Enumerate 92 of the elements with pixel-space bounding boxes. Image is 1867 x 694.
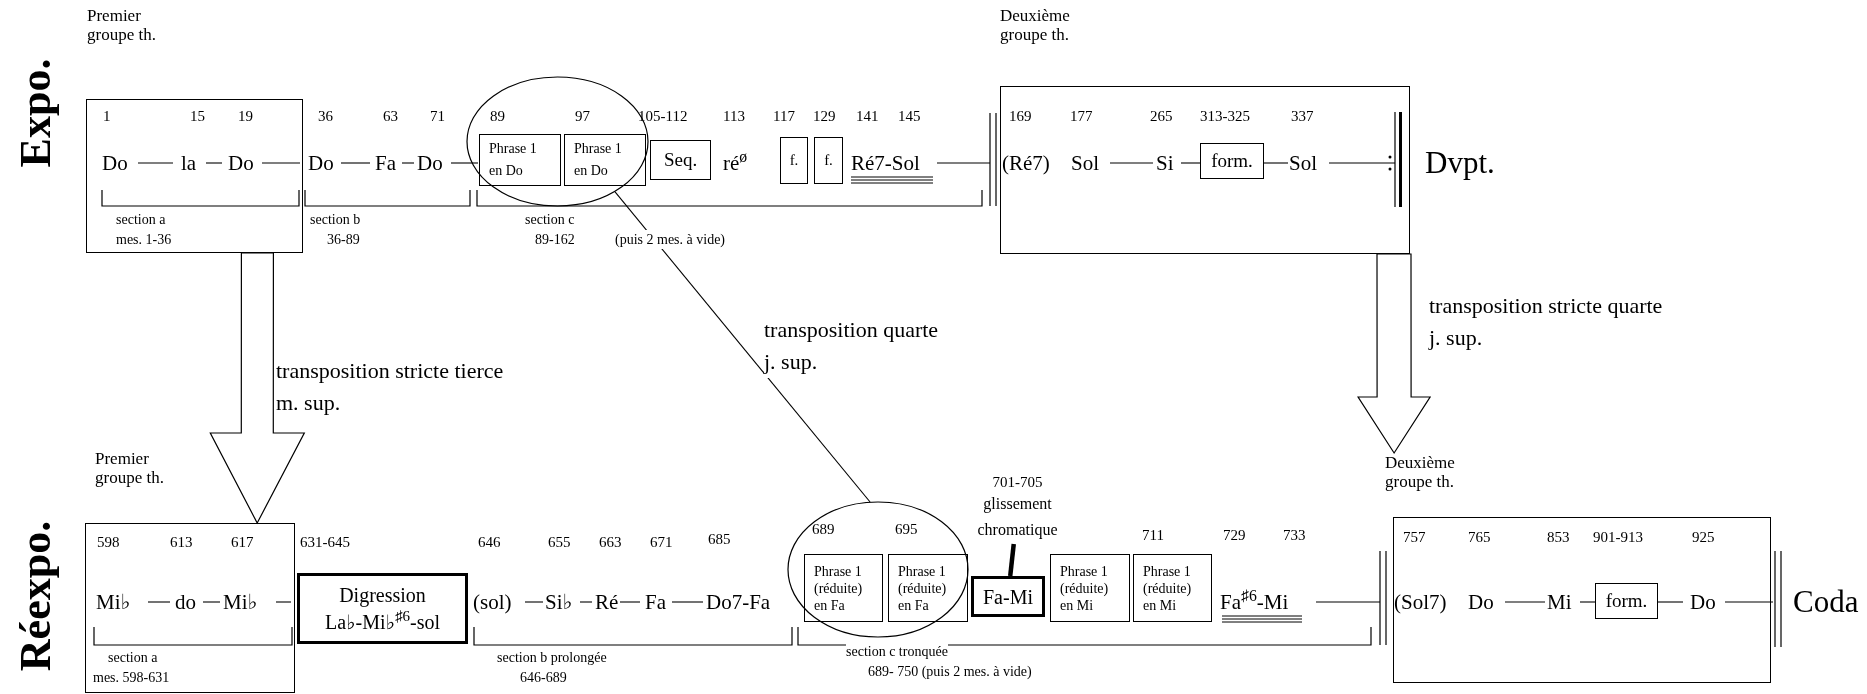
- chord-label: Do7-Fa: [706, 590, 771, 614]
- measure-number: 901-913: [1593, 528, 1643, 546]
- chord-label: Si: [1156, 151, 1174, 175]
- measure-number: 646: [478, 533, 501, 551]
- connector-line: [614, 191, 871, 503]
- block-arrow: [1357, 253, 1432, 455]
- measure-number: 97: [575, 107, 590, 125]
- measure-number: 71: [430, 107, 445, 125]
- measure-number: 141: [856, 107, 879, 125]
- measure-number: 685: [708, 530, 731, 548]
- chord-label: Mi♭: [223, 590, 258, 614]
- section-label: 689- 750 (puis 2 mes. à vide): [868, 662, 1032, 681]
- chord-label: Sol: [1289, 151, 1317, 175]
- measure-number: 701-705: [992, 473, 1043, 491]
- ellipse: [788, 502, 968, 637]
- chord-label: Fa: [645, 590, 666, 614]
- chord-label: Do: [228, 151, 254, 175]
- chord-label: Sol: [1071, 151, 1099, 175]
- measure-number: 765: [1468, 528, 1491, 546]
- section-name: Dvpt.: [1425, 145, 1495, 181]
- chord-label: Mi♭: [96, 590, 131, 614]
- measure-number: 63: [383, 107, 398, 125]
- measure-number: 265: [1150, 107, 1173, 125]
- measure-number: 145: [898, 107, 921, 125]
- measure-number: 15: [190, 107, 205, 125]
- measure-number: 113: [723, 107, 745, 125]
- chord-label: (sol): [473, 590, 512, 614]
- chord-label: Mi: [1547, 590, 1572, 614]
- chord-label: Ré: [595, 590, 619, 614]
- measure-number: 313-325: [1200, 107, 1250, 125]
- box-text: La♭-Mi♭$^{♯6}$-sol: [325, 608, 440, 635]
- group-heading: Deuxième groupe th.: [1000, 6, 1071, 44]
- measure-number: 853: [1547, 528, 1570, 546]
- chord-label: Fa: [375, 151, 396, 175]
- measure-number: 337: [1291, 107, 1314, 125]
- section-label: section c tronquée: [846, 642, 948, 661]
- measure-number: 117: [773, 107, 795, 125]
- section-label: (puis 2 mes. à vide): [615, 230, 726, 249]
- form-box: form.: [1200, 143, 1264, 179]
- measure-number: 671: [650, 533, 673, 551]
- measure-number: 177: [1070, 107, 1093, 125]
- measure-number: 711: [1142, 526, 1164, 544]
- chord-label: (Sol7): [1394, 590, 1447, 614]
- measure-number: 169: [1009, 107, 1032, 125]
- chord-label: Si♭: [545, 590, 573, 614]
- phrase-box: Phrase 1 (réduite) en Mi: [1050, 554, 1130, 622]
- measure-number: 613: [170, 533, 193, 551]
- chord-label: ré$^{ø}$: [723, 151, 748, 175]
- chord-label: Do: [308, 151, 334, 175]
- leader-line: [1008, 543, 1016, 577]
- chord-box: Fa-Mi: [971, 576, 1045, 617]
- section-name: Coda: [1793, 584, 1859, 620]
- chord-label: Do: [1690, 590, 1716, 614]
- f-box: f.: [814, 137, 843, 184]
- annotation-text: glissement chromatique: [976, 494, 1059, 541]
- measure-number: 598: [97, 533, 120, 551]
- chord-label: Do: [417, 151, 443, 175]
- measure-number: 617: [231, 533, 254, 551]
- measure-number: 1: [103, 107, 111, 125]
- measure-number: 89: [490, 107, 505, 125]
- measure-number: 729: [1223, 526, 1246, 544]
- measure-number: 655: [548, 533, 571, 551]
- measure-number: 631-645: [300, 533, 350, 551]
- chord-label: Fa$^{♯6}$-Mi: [1220, 590, 1289, 614]
- measure-number: 733: [1283, 526, 1306, 544]
- block-arrow: [209, 252, 306, 525]
- measure-number: 129: [813, 107, 836, 125]
- sequence-box: Seq.: [650, 140, 711, 180]
- chord-label: (Ré7): [1002, 151, 1050, 175]
- group-heading: Deuxième groupe th.: [1385, 453, 1456, 491]
- measure-number: 757: [1403, 528, 1426, 546]
- measure-number: 19: [238, 107, 253, 125]
- digression-box: [297, 573, 468, 644]
- phrase-box: Phrase 1 (réduite) en Mi: [1133, 554, 1212, 622]
- measure-number: 695: [895, 520, 918, 538]
- chord-label: Do: [102, 151, 128, 175]
- chord-label: do: [175, 590, 196, 614]
- f-box: f.: [780, 137, 808, 184]
- measure-number: 663: [599, 533, 622, 551]
- chord-label: la: [181, 151, 197, 175]
- part-title: Réexpo.: [12, 520, 60, 672]
- part-title: Expo.: [12, 58, 60, 168]
- chord-label: Ré7-Sol: [851, 151, 920, 175]
- measure-number: 105-112: [638, 107, 688, 125]
- measure-number: 36: [318, 107, 333, 125]
- chord-label: Do: [1468, 590, 1494, 614]
- form-box: form.: [1595, 583, 1658, 619]
- measure-number: 689: [812, 520, 835, 538]
- group-heading: Premier groupe th.: [87, 6, 157, 44]
- box-text: Digression: [339, 582, 426, 609]
- group-heading: Premier groupe th.: [95, 449, 165, 487]
- measure-number: 925: [1692, 528, 1715, 546]
